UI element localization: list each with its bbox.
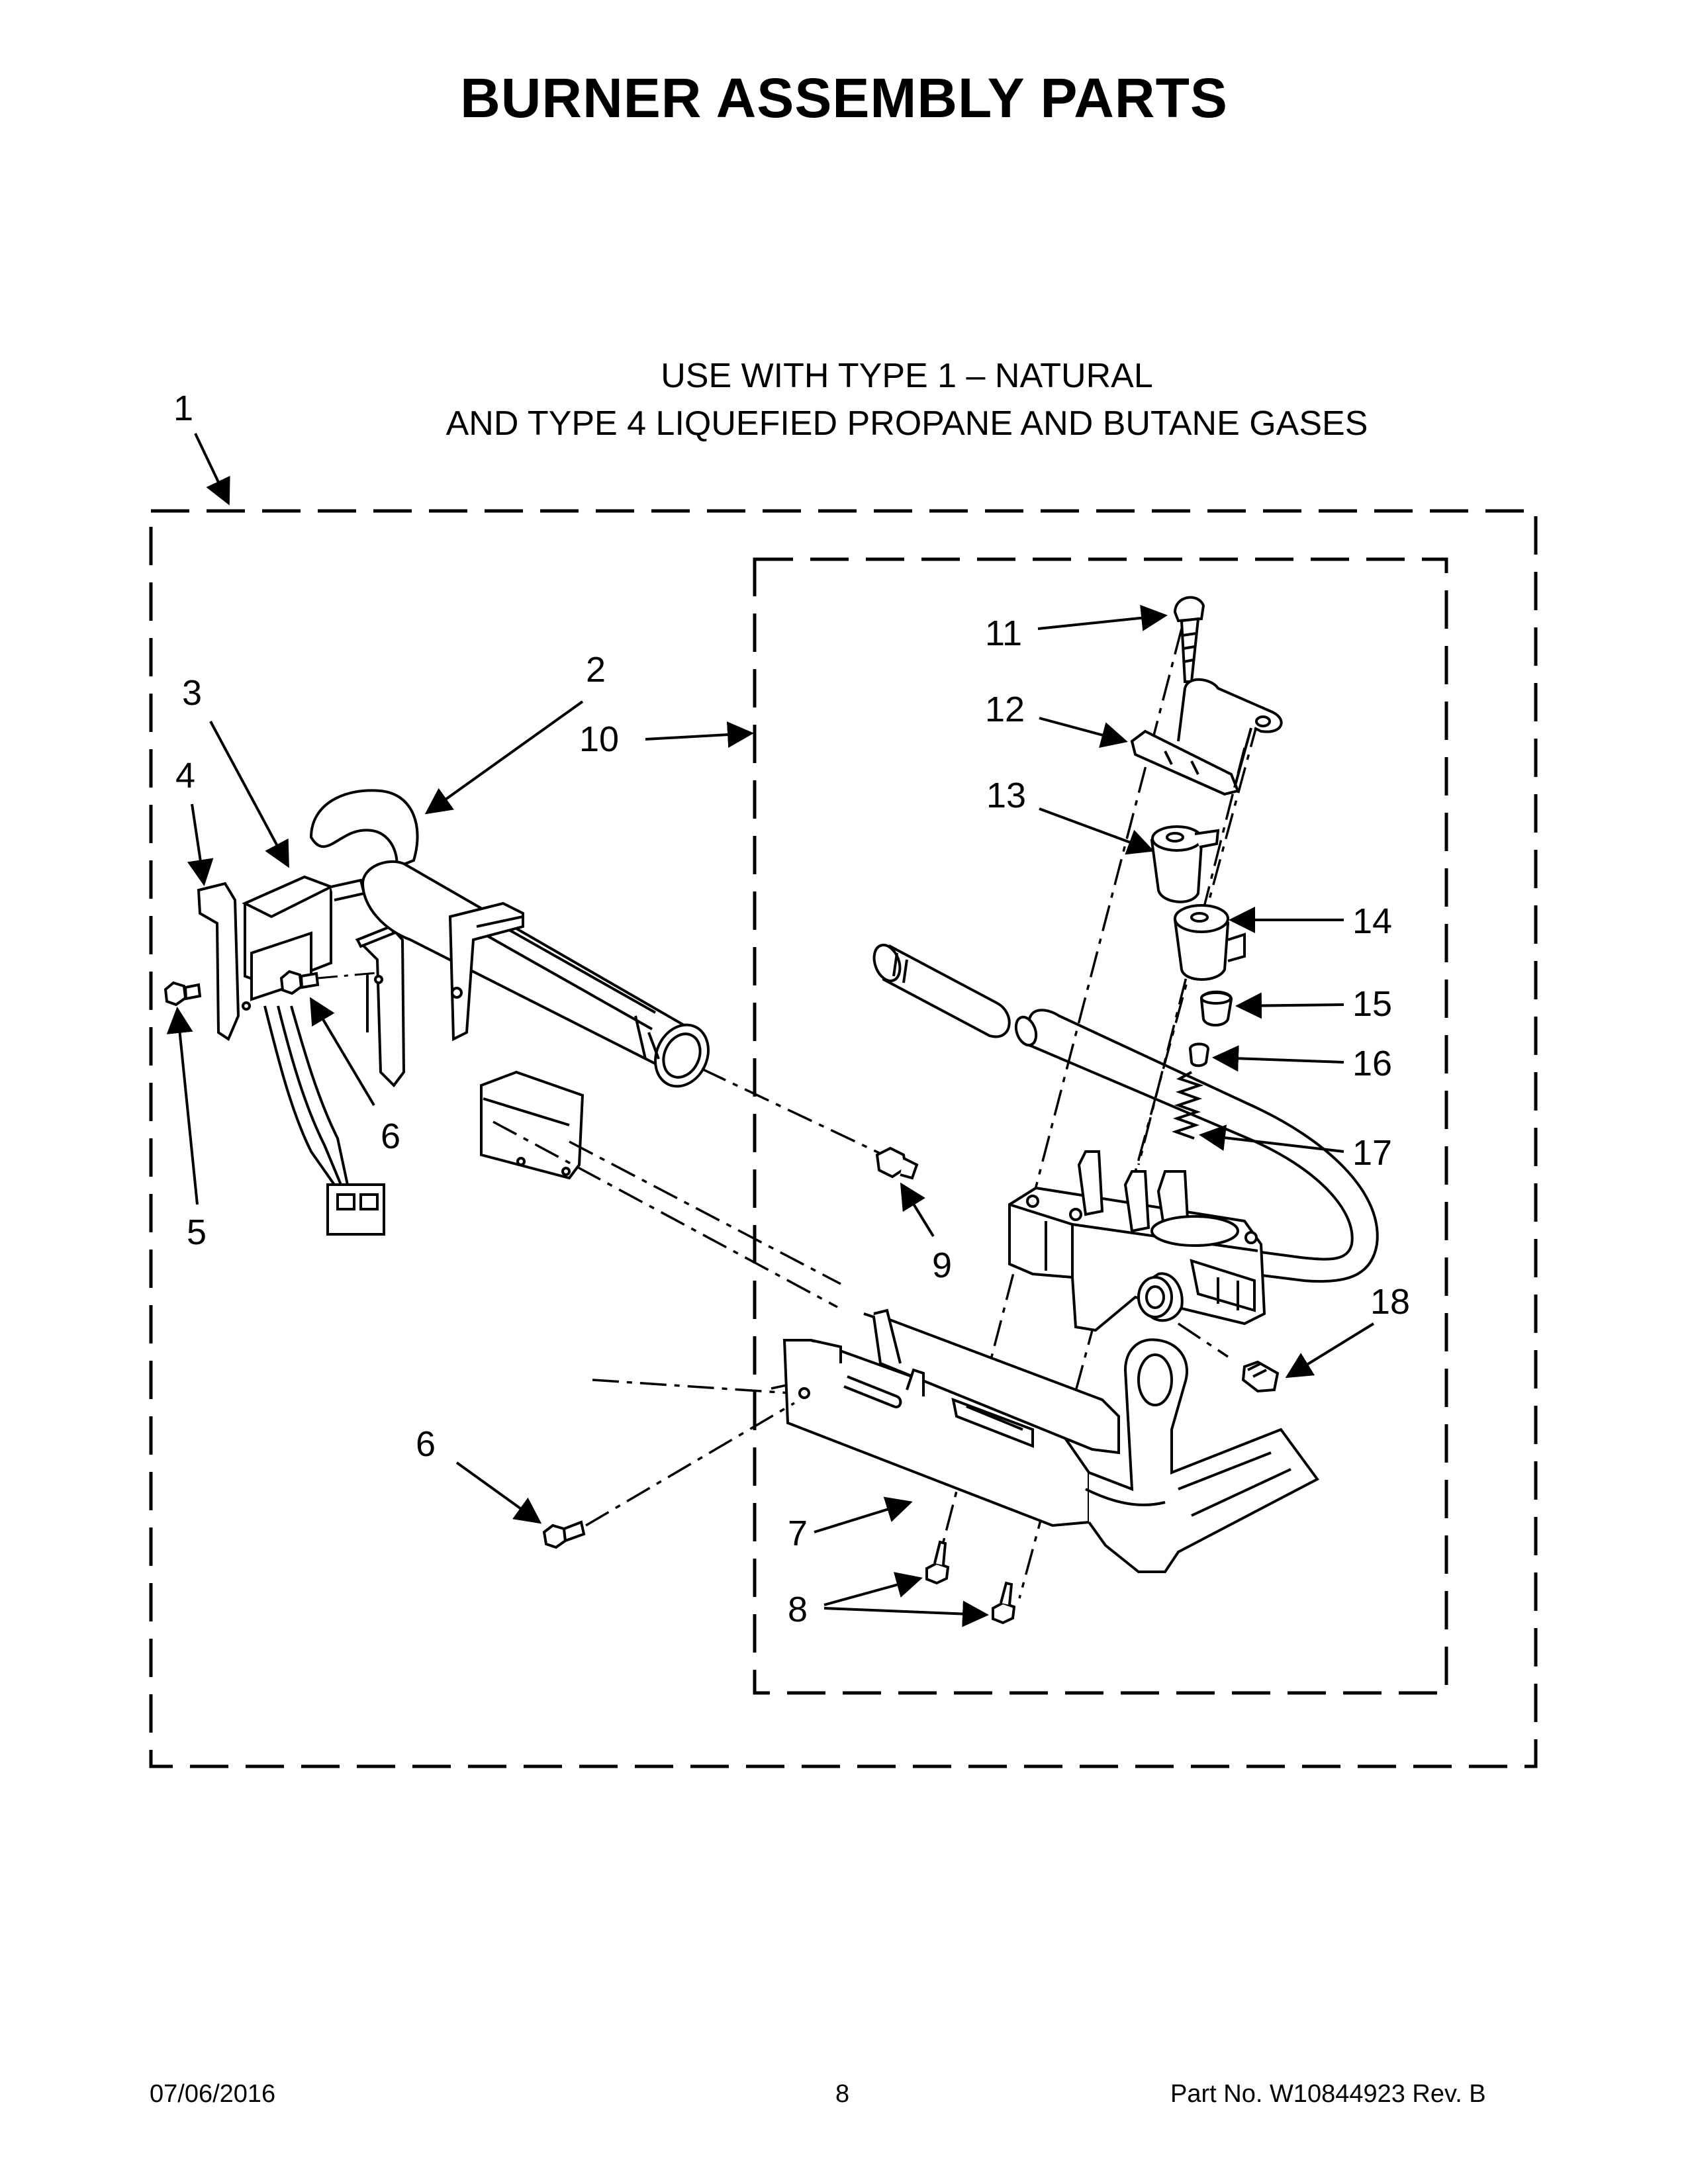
callout-1: 1 xyxy=(173,388,230,506)
callout-6a: 6 xyxy=(309,997,400,1156)
igniter-wire-harness xyxy=(263,1005,385,1236)
svg-text:4: 4 xyxy=(175,756,195,796)
screw-part-8b xyxy=(992,1581,1016,1625)
svg-text:14: 14 xyxy=(1352,901,1392,941)
callout-17: 17 xyxy=(1199,1124,1392,1173)
callout-12: 12 xyxy=(985,690,1128,748)
orifice-part-9 xyxy=(875,1146,919,1180)
svg-text:2: 2 xyxy=(586,650,606,690)
inner-valve-box xyxy=(753,557,1448,1695)
footer-date: 07/06/2016 xyxy=(150,2080,276,2108)
svg-text:18: 18 xyxy=(1370,1282,1410,1322)
gas-valve-body xyxy=(1008,1150,1266,1332)
svg-text:5: 5 xyxy=(187,1212,207,1252)
svg-text:6: 6 xyxy=(416,1424,436,1464)
footer-part-number: Part No. W10844923 Rev. B xyxy=(1170,2080,1486,2108)
orifice-part-18 xyxy=(1241,1360,1280,1393)
callout-3: 3 xyxy=(182,673,289,868)
page-title: BURNER ASSEMBLY PARTS xyxy=(460,67,1228,129)
callout-5: 5 xyxy=(166,1007,207,1252)
svg-text:3: 3 xyxy=(182,673,202,713)
coil-part-13 xyxy=(1150,825,1220,903)
screw-part-6-left xyxy=(279,970,320,995)
screw-6-path xyxy=(317,972,378,979)
callout-4: 4 xyxy=(175,756,214,886)
heat-shield-plate xyxy=(480,1070,585,1180)
callout-15: 15 xyxy=(1235,984,1392,1024)
valve-bracket-part-7 xyxy=(782,1308,1319,1573)
cap-part-15 xyxy=(1199,990,1233,1026)
callout-10: 10 xyxy=(579,719,754,759)
subtitle-line-2: AND TYPE 4 LIQUEFIED PROPANE AND BUTANE … xyxy=(445,404,1368,443)
svg-text:15: 15 xyxy=(1352,984,1392,1024)
igniter-bracket-part-3 xyxy=(197,875,406,1088)
callout-16: 16 xyxy=(1212,1044,1392,1083)
callout-8: 8 xyxy=(788,1572,989,1629)
svg-text:6: 6 xyxy=(381,1116,400,1156)
alignment-lines xyxy=(492,628,1259,1599)
callout-14: 14 xyxy=(1229,901,1392,941)
callout-11: 11 xyxy=(985,604,1168,653)
svg-text:17: 17 xyxy=(1352,1133,1392,1173)
callout-13: 13 xyxy=(986,776,1154,855)
callout-18: 18 xyxy=(1285,1282,1410,1379)
footer-page-number: 8 xyxy=(835,2080,850,2108)
spring-part-17 xyxy=(1171,1071,1204,1140)
callout-9: 9 xyxy=(900,1182,952,1285)
svg-text:16: 16 xyxy=(1352,1044,1392,1083)
subtitle-line-1: USE WITH TYPE 1 – NATURAL xyxy=(661,357,1153,395)
svg-text:11: 11 xyxy=(985,614,1022,653)
svg-text:1: 1 xyxy=(173,388,193,428)
outer-assembly-box xyxy=(149,509,1538,1768)
callout-7: 7 xyxy=(788,1496,913,1553)
svg-text:13: 13 xyxy=(986,776,1026,815)
screw-part-8a xyxy=(925,1540,950,1585)
tube-bracket xyxy=(448,901,524,1042)
screw-6-lower-path xyxy=(585,1402,795,1527)
callout-2: 2 xyxy=(424,650,606,815)
svg-text:8: 8 xyxy=(788,1590,808,1629)
screw-part-6-lower xyxy=(542,1520,586,1549)
coil-bracket-part-12 xyxy=(1130,678,1283,796)
svg-text:12: 12 xyxy=(985,690,1025,729)
gas-supply-line xyxy=(1014,1009,1379,1283)
svg-text:9: 9 xyxy=(932,1246,952,1285)
plunger-part-16 xyxy=(1188,1042,1210,1068)
screw-part-5 xyxy=(164,981,202,1007)
coil-part-14 xyxy=(1173,904,1246,981)
callout-6b: 6 xyxy=(416,1424,542,1524)
crossover-tube xyxy=(872,943,1011,1038)
svg-text:10: 10 xyxy=(579,719,619,759)
svg-text:7: 7 xyxy=(788,1514,808,1553)
